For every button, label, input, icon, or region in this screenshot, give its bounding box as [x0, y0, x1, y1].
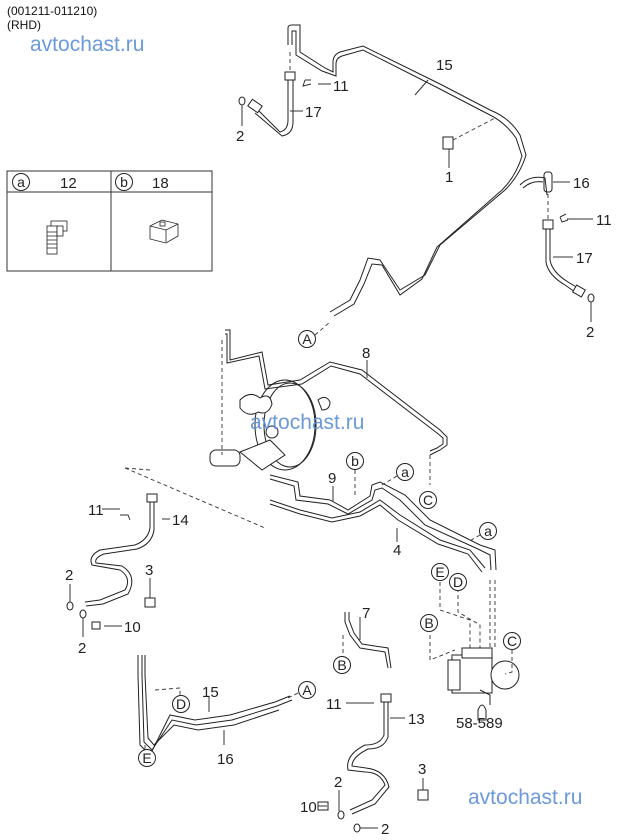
svg-text:D: D: [176, 696, 186, 712]
svg-text:b: b: [351, 453, 359, 469]
brake-hose-14: [66, 467, 266, 630]
brake-pipe-cluster-right: [519, 171, 553, 196]
callout-11-right: 11: [596, 212, 612, 229]
legend-part-12: 12: [60, 175, 77, 192]
svg-text:C: C: [507, 633, 517, 649]
callout-2-bottom-b: 2: [381, 821, 389, 838]
brake-pipe-4: [269, 499, 486, 573]
callout-15-top: 15: [436, 57, 453, 74]
brake-booster-assembly: [209, 379, 331, 471]
connector-A-top: A: [298, 330, 316, 348]
watermark-top: avtochast.ru: [30, 33, 145, 56]
callout-14: 14: [172, 512, 189, 529]
callout-4: 4: [393, 542, 401, 559]
callout-9: 9: [328, 470, 336, 487]
callout-8: 8: [362, 345, 370, 362]
leader-lines: [69, 79, 593, 829]
watermark-bottom: avtochast.ru: [468, 786, 583, 809]
connector-C-mid: C: [419, 491, 437, 509]
svg-text:A: A: [302, 331, 312, 347]
connector-E-abs: E: [431, 563, 449, 581]
callout-15-bottom: 15: [202, 684, 219, 701]
connector-a-right: a: [479, 522, 497, 540]
svg-text:B: B: [337, 657, 346, 673]
callout-16-right: 16: [573, 175, 590, 192]
clip-connector-icon: [46, 220, 68, 255]
serial-range-label: (001211-011210): [7, 4, 98, 18]
connector-D-bottom: D: [172, 695, 190, 713]
callout-3-left: 3: [145, 562, 153, 579]
callout-2-top: 2: [236, 128, 244, 145]
connector-A-bottom: A: [298, 681, 316, 699]
callout-10-left: 10: [124, 619, 141, 636]
callout-2-left-b: 2: [78, 640, 86, 657]
connector-C-abs: C: [503, 632, 521, 650]
callout-13: 13: [408, 711, 425, 728]
legend-part-18: 18: [152, 175, 169, 192]
abs-reference: 58-589: [456, 715, 503, 732]
callout-16-bottom: 16: [217, 751, 234, 768]
callout-17-top: 17: [305, 104, 322, 121]
connector-E-bottom: E: [138, 749, 156, 767]
svg-text:a: a: [484, 523, 492, 539]
svg-text:C: C: [423, 492, 433, 508]
svg-text:E: E: [435, 564, 444, 580]
washer-icon: [238, 96, 246, 106]
callout-2-left-a: 2: [65, 567, 73, 584]
connector-B-bottom: B: [333, 656, 351, 674]
brake-pipe-7: [342, 612, 392, 669]
svg-text:D: D: [453, 574, 463, 590]
abs-hydraulic-unit: [447, 647, 520, 721]
brake-hose-17-right: [542, 194, 595, 303]
variant-label: (RHD): [7, 18, 41, 32]
callout-10-bottom: 10: [300, 799, 317, 816]
brake-pipe-15-16-bottom: [137, 655, 293, 756]
callout-11-mid: 11: [326, 696, 342, 713]
connector-B-abs: B: [420, 614, 438, 632]
callout-1: 1: [445, 169, 453, 186]
connector-markers: A C b a a E D B C D E A B: [138, 321, 521, 767]
callout-3-bottom: 3: [418, 761, 426, 778]
legend-cell-b: b 18: [115, 173, 179, 244]
callout-11-top: 11: [333, 78, 349, 95]
brake-pipe-15-top: [287, 24, 527, 317]
legend-table: a 12 b 18: [6, 170, 213, 272]
callout-7: 7: [362, 605, 370, 622]
brake-hose-17-top: [247, 52, 312, 137]
callout-2-bottom-a: 2: [334, 774, 342, 791]
svg-text:A: A: [302, 682, 312, 698]
connector-a-mid: a: [396, 463, 414, 481]
connector-D-abs: D: [449, 573, 467, 591]
legend-ref-a: a: [17, 174, 25, 190]
callout-2-right: 2: [586, 324, 594, 341]
svg-text:a: a: [401, 464, 409, 480]
brake-pipe-9: [269, 474, 497, 571]
svg-text:B: B: [424, 615, 433, 631]
connector-b-mid: b: [346, 452, 364, 470]
callout-17-right: 17: [576, 250, 593, 267]
callout-11-left: 11: [88, 502, 104, 519]
svg-text:E: E: [142, 750, 151, 766]
watermark-middle: avtochast.ru: [250, 411, 365, 434]
legend-cell-a: a 12: [12, 173, 77, 255]
legend-ref-b: b: [120, 174, 128, 190]
abs-dashed-links: [429, 580, 513, 675]
brake-pipe-8: [221, 329, 448, 485]
bolt-1: [442, 117, 496, 150]
callout-numbers: 15 11 17 2 1 16 11 17 2 8 9 4 11 14 2 3 …: [65, 57, 612, 838]
clip-clamp-icon: [149, 219, 179, 244]
